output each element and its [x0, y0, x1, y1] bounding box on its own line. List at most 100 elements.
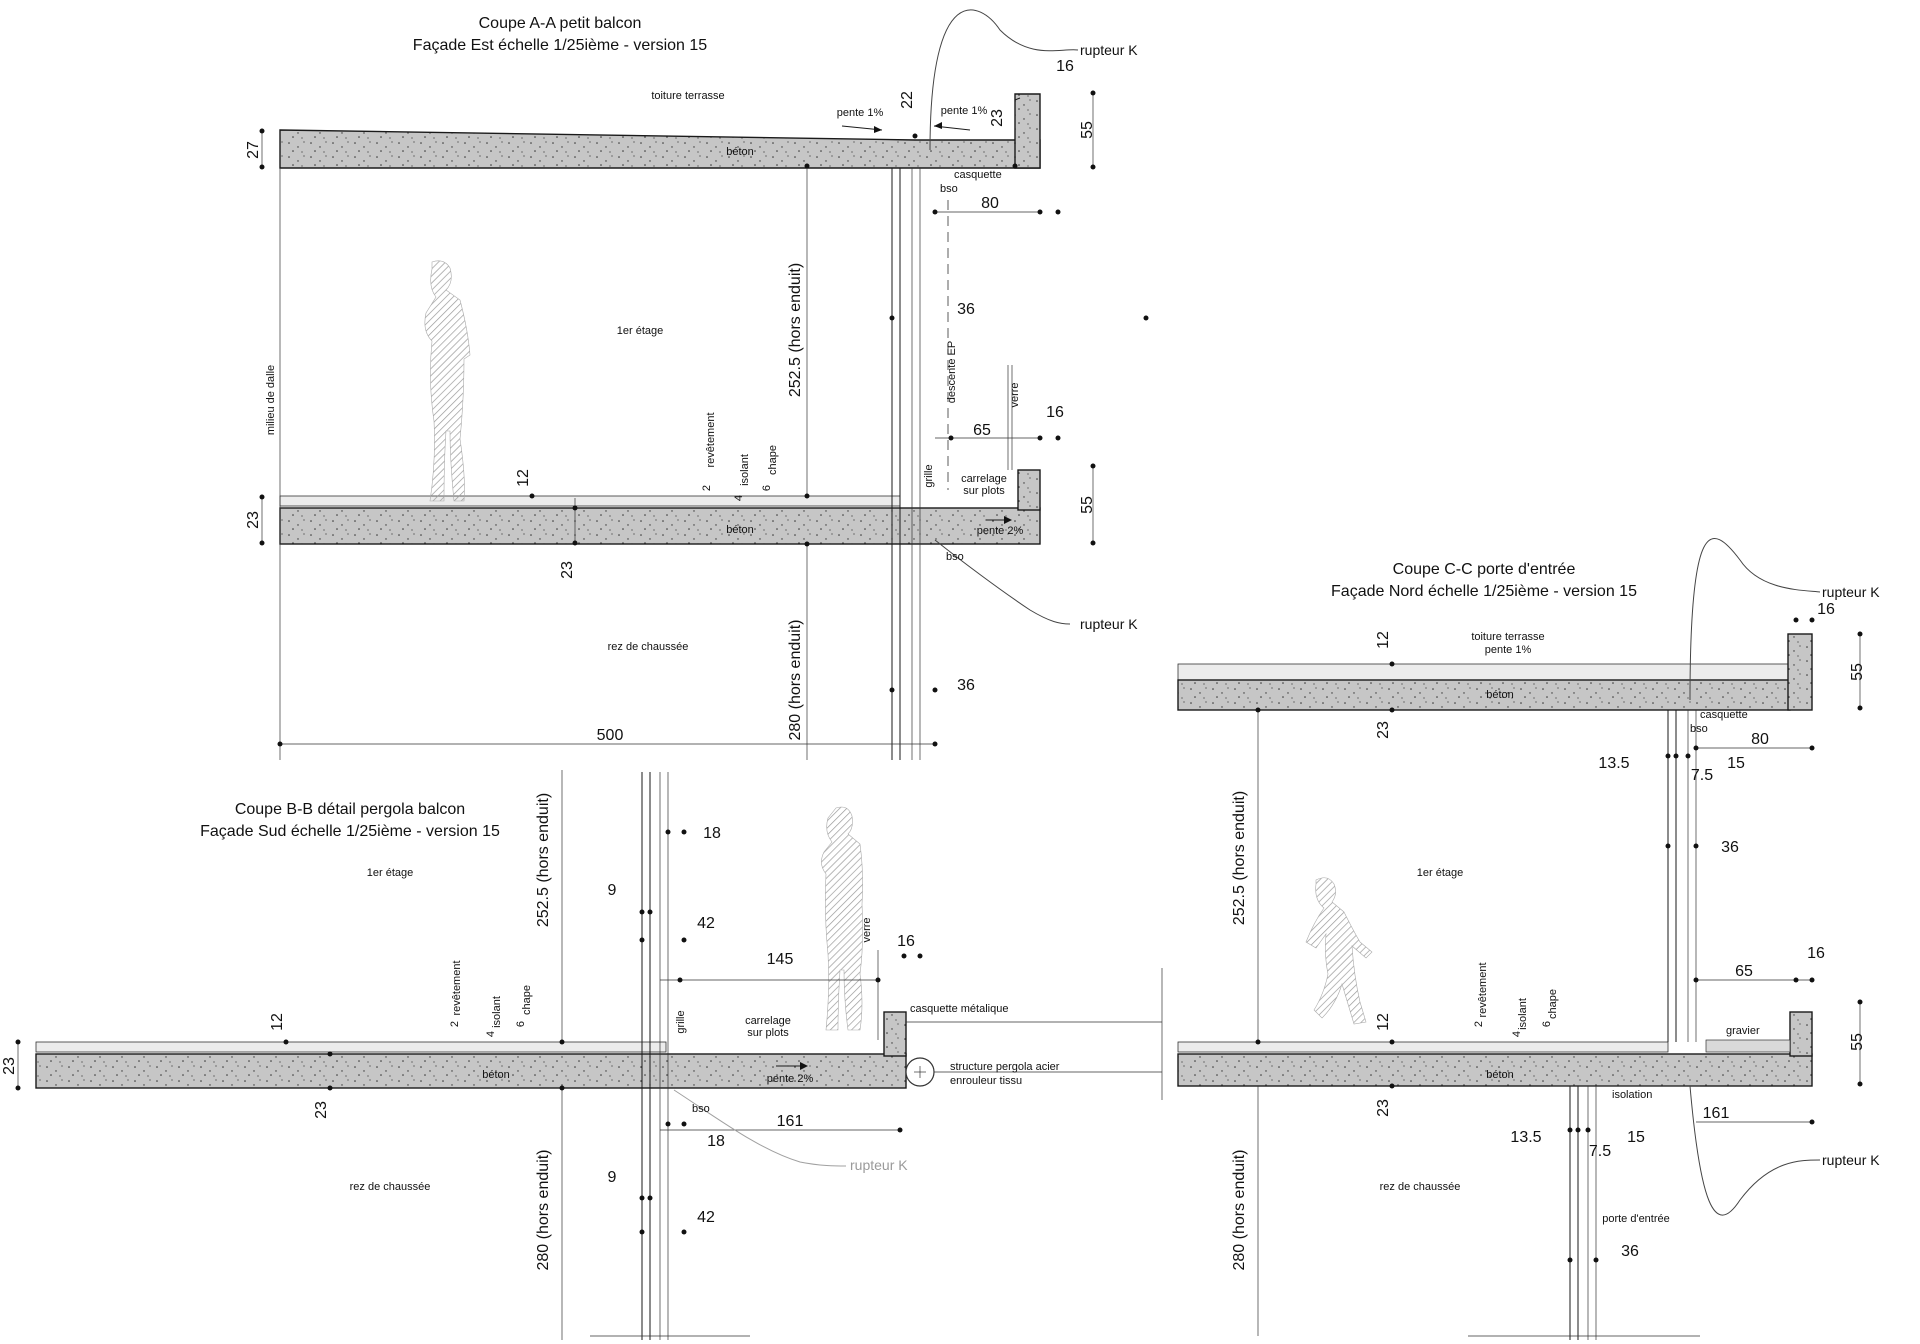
label-bso-cc: bso — [1690, 723, 1708, 735]
dim-16-floor: 16 — [1046, 404, 1064, 421]
roof-upstand — [1014, 93, 1041, 169]
section-cc-subtitle: Façade Nord échelle 1/25ième - version 1… — [1331, 583, 1637, 600]
label-chape-cc: chape — [1547, 989, 1559, 1019]
label-descente-ep: descente EP — [946, 341, 958, 403]
dim-23-cc-bottom: 23 — [1375, 1099, 1392, 1117]
child-silhouette — [1305, 877, 1373, 1025]
floor-finish-cc — [1177, 1041, 1669, 1053]
dim-252-5-cc: 252.5 (hors enduit) — [1231, 791, 1248, 925]
dim-23-bb-below: 23 — [313, 1101, 330, 1119]
dim-18-upper: 18 — [703, 825, 721, 842]
label-beton-bottom-cc: béton — [1486, 1069, 1514, 1081]
dim-13-5-cc-top: 13.5 — [1598, 755, 1629, 772]
layer-num-4-bb: 4 — [485, 1031, 497, 1037]
label-chape: chape — [767, 445, 779, 475]
dim-7-5-cc-bottom: 7.5 — [1589, 1143, 1611, 1160]
balcony-upstand-bb — [883, 1011, 907, 1057]
label-rupteur-k-top: rupteur K — [1080, 42, 1138, 58]
dim-145: 145 — [767, 951, 794, 968]
layer-num-4: 4 — [733, 495, 745, 501]
roof-slab — [279, 129, 1041, 169]
label-structure-pergola: structure pergola acier — [950, 1061, 1060, 1073]
dim-15-cc-bottom: 15 — [1627, 1129, 1645, 1146]
rupteur-curve-bb — [673, 1089, 847, 1167]
dim-7-5-cc-top: 7.5 — [1691, 767, 1713, 784]
roof-upstand-cc — [1787, 633, 1813, 711]
dim-12: 12 — [515, 469, 532, 487]
dim-252-5-bb: 252.5 (hors enduit) — [535, 793, 552, 927]
label-casquette-cc: casquette — [1700, 709, 1748, 721]
label-revetement-bb: revêtement — [451, 960, 463, 1015]
layer-num-2: 2 — [701, 485, 713, 491]
dim-16-cc-top: 16 — [1817, 601, 1835, 618]
dim-23-cc-top: 23 — [1375, 721, 1392, 739]
dim-16-cc-bottom: 16 — [1807, 945, 1825, 962]
label-bso-bb: bso — [692, 1103, 710, 1115]
label-revetement-cc: revêtement — [1477, 962, 1489, 1017]
label-rdc-bb: rez de chaussée — [350, 1181, 431, 1193]
label-rdc-cc: rez de chaussée — [1380, 1181, 1461, 1193]
dim-16-bb: 16 — [897, 933, 915, 950]
dim-65: 65 — [973, 422, 991, 439]
dim-9-upper: 9 — [608, 882, 617, 899]
floor-slab — [279, 507, 1041, 545]
dim-18-lower: 18 — [707, 1133, 725, 1150]
dim-280: 280 (hors enduit) — [787, 620, 804, 741]
label-chape-bb: chape — [521, 985, 533, 1015]
label-sur-plots: sur plots — [963, 485, 1005, 497]
label-beton-bb: béton — [482, 1069, 510, 1081]
dim-23-roof: 23 — [989, 109, 1006, 127]
label-isolant-cc: isolant — [1517, 998, 1529, 1030]
dim-55-roof: 55 — [1079, 121, 1096, 139]
dim-22: 22 — [899, 91, 916, 109]
rupteur-curve-bottom — [934, 539, 1071, 625]
dim-13-5-cc-bottom: 13.5 — [1510, 1129, 1541, 1146]
person-silhouette — [424, 260, 471, 502]
label-porte-entree: porte d'entrée — [1602, 1213, 1670, 1225]
gravier-fill — [1705, 1039, 1791, 1053]
dim-23-bb-left: 23 — [1, 1057, 18, 1075]
label-carrelage: carrelage — [961, 473, 1007, 485]
label-rupteur-k-cc-top: rupteur K — [1822, 584, 1880, 600]
dim-36-upper: 36 — [957, 301, 975, 318]
dim-55-floor: 55 — [1079, 496, 1096, 514]
dim-55-cc-top: 55 — [1849, 663, 1866, 681]
label-milieu-de-dalle: milieu de dalle — [265, 365, 277, 435]
label-1er-etage-cc: 1er étage — [1417, 867, 1463, 879]
dim-80-cc: 80 — [1751, 731, 1769, 748]
dim-23-floor: 23 — [245, 511, 262, 529]
dim-252-5: 252.5 (hors enduit) — [787, 263, 804, 397]
label-carrelage-bb: carrelage — [745, 1015, 791, 1027]
dim-16-roof: 16 — [1056, 58, 1074, 75]
section-bb-subtitle: Façade Sud échelle 1/25ième - version 15 — [200, 823, 500, 840]
section-aa-subtitle: Façade Est échelle 1/25ième - version 15 — [413, 37, 707, 54]
section-cc-title: Coupe C-C porte d'entrée — [1393, 561, 1576, 578]
label-pente-left: pente 1% — [837, 107, 884, 119]
label-beton-floor: béton — [726, 524, 754, 536]
label-pente-bb: pente 2% — [767, 1073, 814, 1085]
dim-12-bb: 12 — [269, 1013, 286, 1031]
dim-55-cc-bottom: 55 — [1849, 1033, 1866, 1051]
label-casquette: casquette — [954, 169, 1002, 181]
label-isolant-bb: isolant — [491, 996, 503, 1028]
dim-27: 27 — [245, 141, 262, 159]
layer-num-6-cc: 6 — [1541, 1021, 1553, 1027]
balcony-slab-bb — [35, 1053, 907, 1089]
section-aa-title: Coupe A-A petit balcon — [479, 15, 642, 32]
label-toiture-cc: toiture terrasse — [1471, 631, 1544, 643]
dim-12-cc-bottom: 12 — [1375, 1013, 1392, 1031]
label-bso-top: bso — [940, 183, 958, 195]
dim-161-cc: 161 — [1703, 1105, 1730, 1122]
layer-num-6: 6 — [761, 485, 773, 491]
label-beton-top-cc: béton — [1486, 689, 1514, 701]
label-sur-plots-bb: sur plots — [747, 1027, 789, 1039]
balcony-upstand — [1017, 469, 1041, 511]
rupteur-curve-cc-top — [1689, 537, 1821, 701]
rupteur-curve-top — [929, 9, 1079, 151]
dim-42-upper: 42 — [697, 915, 715, 932]
dim-36-cc-top: 36 — [1721, 839, 1739, 856]
label-1er-etage: 1er étage — [617, 325, 663, 337]
label-pente-cc: pente 1% — [1485, 644, 1532, 656]
roof-slab-cc — [1177, 679, 1791, 711]
label-grille: grille — [923, 464, 935, 487]
